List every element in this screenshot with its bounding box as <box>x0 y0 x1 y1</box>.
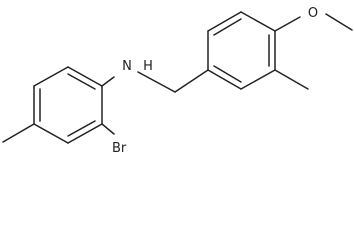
bond <box>33 66 69 87</box>
bond <box>207 69 242 90</box>
left-benzene-ring <box>33 66 103 144</box>
oxygen-methyl-bond <box>325 13 353 31</box>
bromine-label: Br <box>112 141 127 156</box>
double-bond-inner <box>213 18 242 36</box>
aryl-nitrogen-bond <box>101 76 115 87</box>
bond <box>33 123 69 144</box>
ring-oxygen-bond <box>274 16 301 32</box>
nitrogen-hydrogen-label: H <box>143 59 153 74</box>
right-benzene-ring <box>207 11 276 90</box>
methylene-ring-bond <box>174 69 209 93</box>
nitrogen-label: N <box>122 59 132 74</box>
left-methyl-bond <box>2 123 35 143</box>
structure-diagram: Br N H O <box>2 6 353 156</box>
oxygen-label: O <box>308 6 318 21</box>
bond <box>207 11 242 32</box>
bond <box>240 11 276 32</box>
double-bond-inner <box>67 120 96 137</box>
nitrogen-methylene-bond <box>137 71 176 93</box>
right-methyl-bond <box>274 69 309 90</box>
bond <box>67 66 103 87</box>
double-bond-inner <box>213 65 242 83</box>
bond <box>67 123 103 144</box>
bromine-bond <box>101 123 115 135</box>
bond <box>240 69 276 90</box>
molecule-drawing: Br N H O <box>2 6 353 156</box>
double-bond-inner <box>67 73 96 90</box>
